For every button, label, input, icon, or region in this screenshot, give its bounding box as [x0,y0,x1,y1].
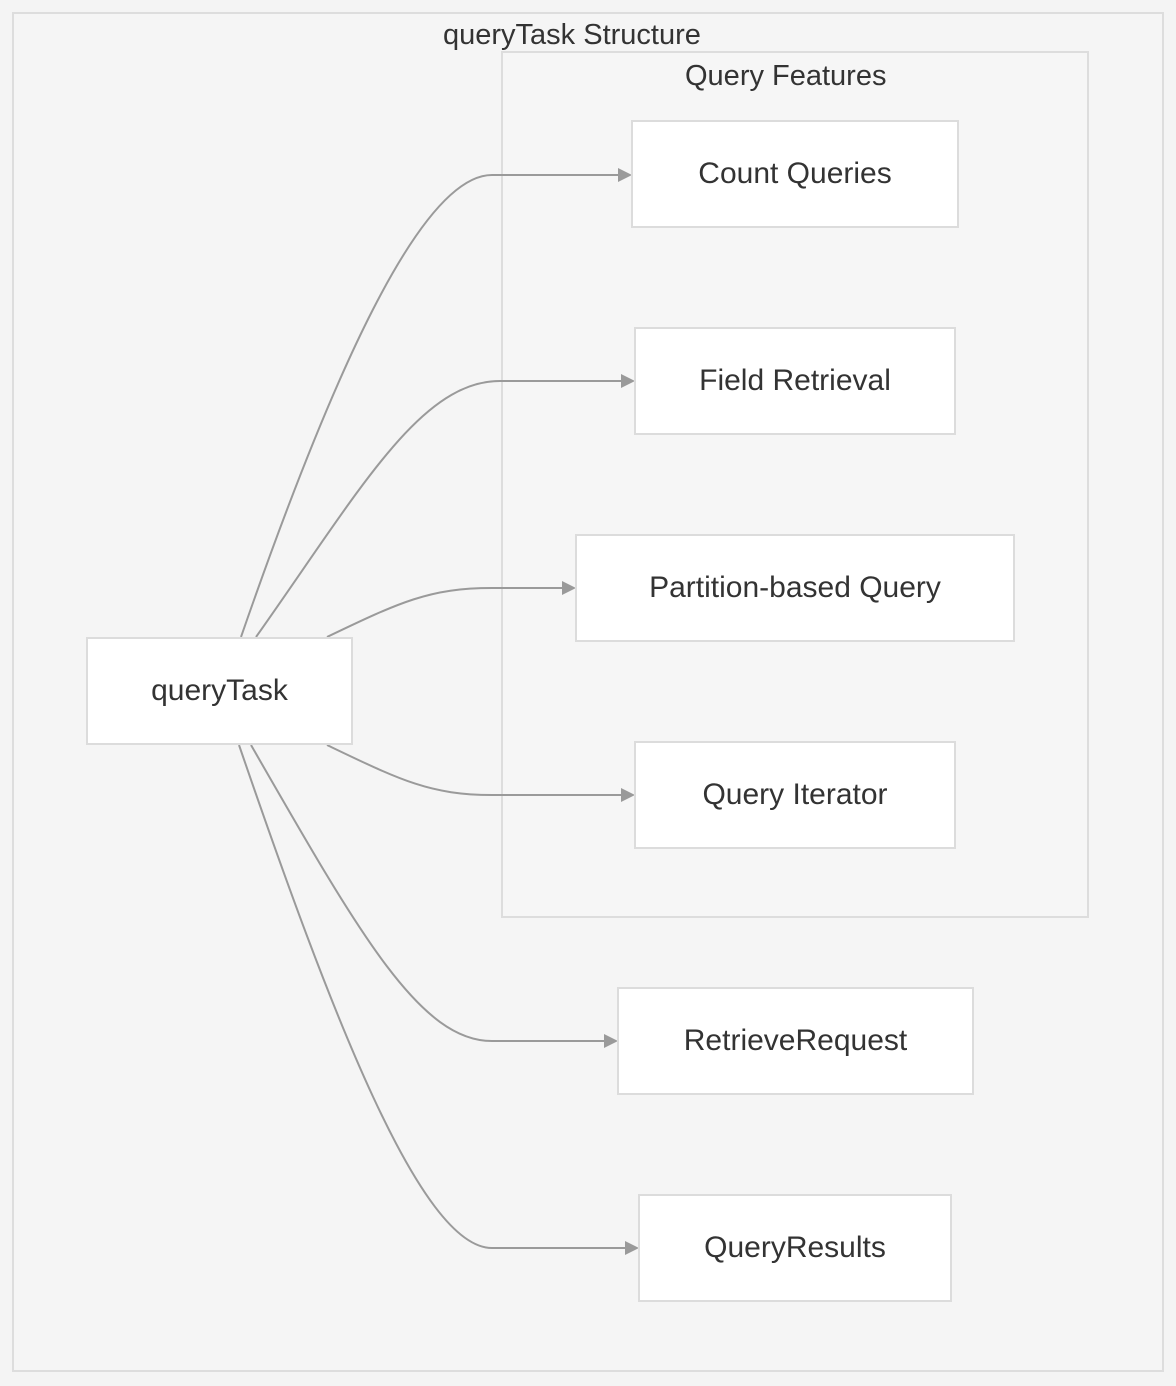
node-query-task[interactable]: queryTask [86,637,353,745]
query-task-structure-title: queryTask Structure [443,19,701,51]
node-query-iterator[interactable]: Query Iterator [634,741,956,849]
arrowhead-partition-query [562,581,576,595]
arrowhead-query-results [625,1241,639,1255]
arrowhead-count-queries [618,168,632,182]
arrowhead-query-iterator [621,788,635,802]
query-features-title: Query Features [685,60,887,92]
edge-querytask-query-iterator [326,744,622,796]
node-count-queries[interactable]: Count Queries [631,120,959,228]
edge-querytask-partition-query [326,587,563,638]
arrowhead-retrieve-request [604,1034,618,1048]
edge-querytask-retrieve-request [250,744,605,1042]
node-retrieve-request[interactable]: RetrieveRequest [617,987,974,1095]
edge-querytask-count-queries [240,174,620,638]
node-field-retrieval[interactable]: Field Retrieval [634,327,956,435]
node-query-results[interactable]: QueryResults [638,1194,952,1302]
node-partition-based-query[interactable]: Partition-based Query [575,534,1015,642]
edge-querytask-query-results [238,744,626,1249]
arrowhead-field-retrieval [621,374,635,388]
edge-querytask-field-retrieval [255,380,622,638]
